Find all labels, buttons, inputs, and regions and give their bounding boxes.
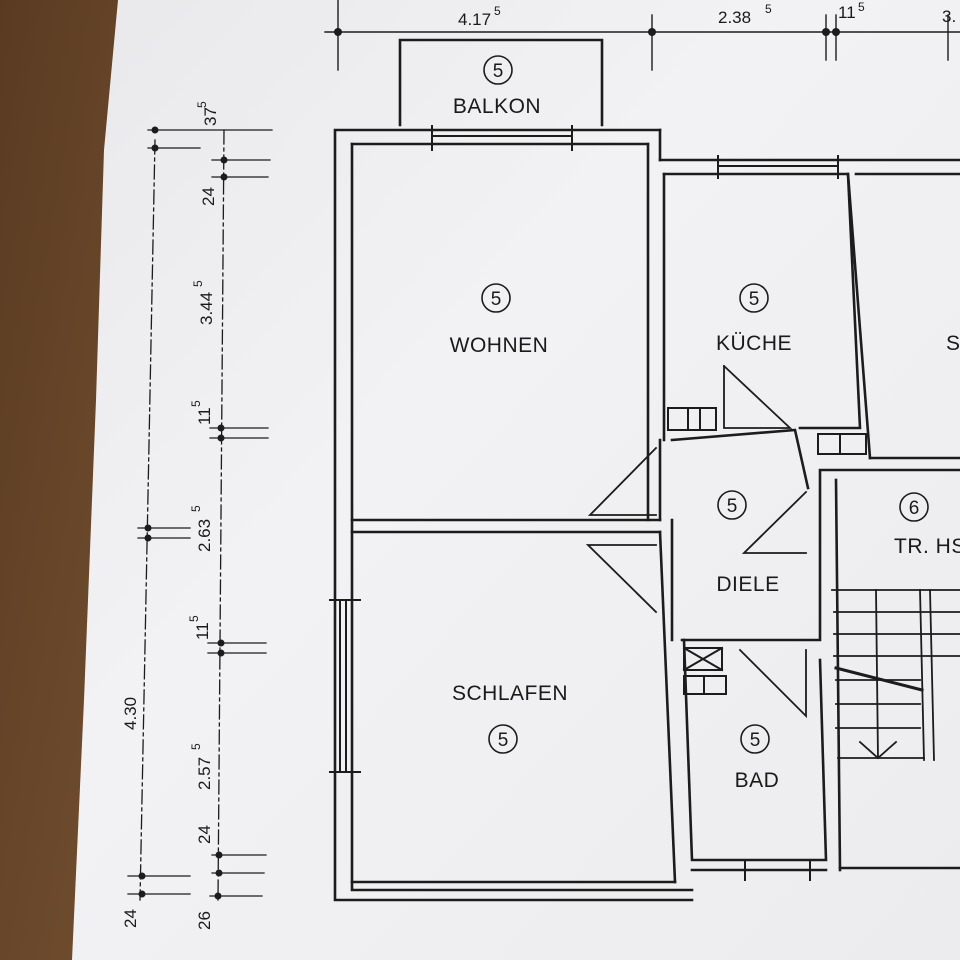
room-number: 5 xyxy=(493,61,504,82)
shaft-boxes xyxy=(667,407,867,695)
room-label-kueche: KÜCHE xyxy=(716,332,792,355)
dimension-label: 4.17 xyxy=(458,10,491,29)
dimension-label: 3.44 xyxy=(197,292,216,325)
dimension-label: 11 xyxy=(193,622,212,640)
top-dimension-labels: 4.17 5 2.38 5 11 5 3. xyxy=(458,0,956,29)
window-marks xyxy=(329,125,839,881)
room-label-schlafen: SCHLAFEN xyxy=(452,682,568,705)
dimension-label: 2.57 xyxy=(195,757,214,790)
room-number-circles xyxy=(481,55,929,754)
room-label-partial: S xyxy=(946,332,960,355)
door-swings xyxy=(585,364,808,719)
room-number: 5 xyxy=(749,289,760,310)
room-number: 5 xyxy=(498,730,509,751)
staircase xyxy=(831,589,960,761)
dimension-superscript: 5 xyxy=(195,101,209,108)
exterior-walls xyxy=(333,38,960,902)
room-label-treppenhaus: TR. HS xyxy=(894,535,960,558)
dimension-label: 4.30 xyxy=(121,697,140,730)
dimension-label: 24 xyxy=(195,825,214,844)
dimension-superscript: 5 xyxy=(494,4,501,18)
dimension-superscript: 5 xyxy=(189,400,203,407)
paper-sheet xyxy=(72,0,960,960)
room-number: 6 xyxy=(909,498,920,519)
room-number: 5 xyxy=(727,496,738,517)
room-number: 5 xyxy=(750,730,761,751)
room-label-wohnen: WOHNEN xyxy=(450,334,549,357)
dimension-label: 26 xyxy=(195,911,214,930)
dimension-label: 3. xyxy=(942,7,956,26)
dimension-label: 11 xyxy=(195,407,214,425)
room-label-bad: BAD xyxy=(735,769,780,792)
dimension-label: 24 xyxy=(121,909,140,928)
dimension-label: 24 xyxy=(199,187,218,206)
side-dimension-labels: 37 5 24 3.44 5 11 5 2.63 5 11 5 2.57 5 2… xyxy=(121,101,220,930)
dimension-superscript: 5 xyxy=(189,505,203,512)
dimension-superscript: 5 xyxy=(858,0,865,14)
room-labels: 5 BALKON 5 WOHNEN 5 KÜCHE 5 DIELE 6 TR. … xyxy=(450,61,960,792)
dimension-superscript: 5 xyxy=(189,743,203,750)
dimension-superscript: 5 xyxy=(765,2,772,16)
room-label-diele: DIELE xyxy=(716,573,779,596)
dimension-label: 2.63 xyxy=(195,519,214,552)
dimension-label: 11 xyxy=(838,3,856,22)
dimension-superscript: 5 xyxy=(191,280,205,287)
room-label-balkon: BALKON xyxy=(453,95,541,118)
room-number: 5 xyxy=(491,289,502,310)
dimension-superscript: 5 xyxy=(187,615,201,622)
dimension-label: 2.38 xyxy=(718,8,751,27)
dimension-label: 37 xyxy=(201,107,220,126)
